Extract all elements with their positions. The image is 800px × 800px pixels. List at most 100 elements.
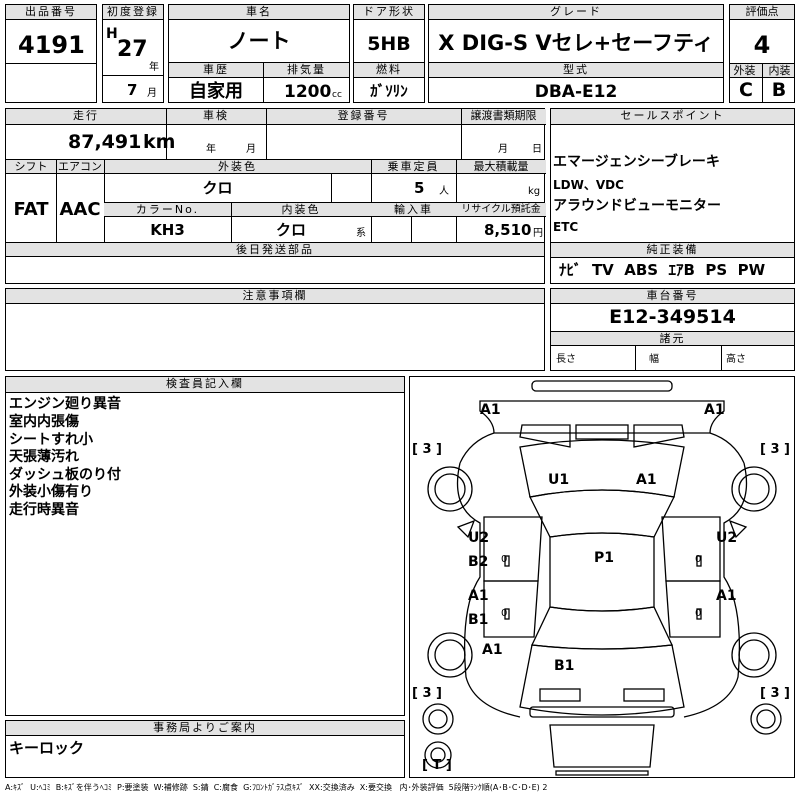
- door-type-box: ドア形状 5HB: [353, 4, 425, 66]
- mark-door-rr: A1: [716, 588, 737, 604]
- import-label: 輸入車: [371, 203, 456, 217]
- int-color-unit: 系: [356, 228, 366, 239]
- interior-grade: B: [771, 79, 787, 101]
- recycle-unit: 円: [533, 228, 543, 239]
- car-name: ノート: [227, 29, 291, 53]
- sales-item: LDW、VDC: [553, 178, 624, 192]
- mark-zero: 0: [501, 608, 508, 619]
- door-rear-right: [665, 580, 721, 638]
- front-nose: [479, 400, 725, 434]
- grille: [575, 424, 629, 440]
- handle: [504, 608, 510, 620]
- mark-door-rl: A1: [468, 588, 489, 604]
- score: 4: [753, 31, 771, 59]
- first-reg-month: 7: [127, 81, 138, 99]
- mark-front-left: A1: [480, 402, 501, 418]
- inspection-year-unit: 年: [206, 144, 216, 155]
- transfer-day-unit: 日: [532, 144, 542, 155]
- shift-label: シフト: [6, 160, 56, 174]
- sales-item: ETC: [553, 220, 579, 234]
- exterior-label: 外装: [733, 64, 756, 77]
- spare-tire-right: [750, 703, 782, 735]
- mark-door-rl2: B1: [468, 612, 489, 628]
- spec-height: 高さ: [726, 354, 746, 365]
- spec-length: 長さ: [556, 354, 576, 365]
- ext-color-label: 外装色: [104, 160, 371, 174]
- mark-tire-rr: [ 3 ]: [760, 686, 790, 701]
- history: 自家用: [189, 81, 243, 102]
- mark-tire-fl: [ 3 ]: [412, 442, 442, 457]
- mark-door-fl2: B2: [468, 554, 489, 570]
- car-diagram: A1 A1 U1 A1 U2 B2 U2 P1 A1 B1 A1 A1 B1 […: [409, 376, 795, 778]
- score-box: 評価点 4 外装 内装 C B: [729, 4, 795, 103]
- wheel-front-right: [731, 466, 777, 512]
- mark-windshield: U1: [548, 472, 570, 488]
- mark-roof: P1: [594, 550, 615, 566]
- capacity-label: 乗車定員: [371, 160, 456, 174]
- handle: [504, 555, 510, 567]
- grade-label: グレード: [429, 5, 723, 20]
- inspector-line: 室内内張傷: [9, 414, 79, 430]
- exterior-grade: C: [739, 79, 753, 101]
- int-color: クロ: [275, 221, 306, 239]
- recycle: 8,510: [484, 221, 532, 239]
- equip-label: 純正装備: [551, 243, 794, 258]
- displacement-box: 排気量 1200 cc: [263, 62, 350, 103]
- rear-window: [531, 606, 673, 650]
- first-reg-label: 初度登録: [103, 5, 163, 20]
- equip-items: ﾅﾋﾞ TV ABS ｴｱB PS PW: [559, 261, 766, 279]
- mark-rear-fender-l: A1: [482, 642, 503, 658]
- grade-box: グレード X DIG-S Vセレ+セーフティ: [428, 4, 724, 66]
- sales-label: セールスポイント: [551, 109, 794, 125]
- score-label: 評価点: [730, 5, 794, 20]
- windshield: [529, 489, 675, 538]
- mark-tire-fr: [ 3 ]: [760, 442, 790, 457]
- model-label: 型式: [429, 63, 723, 78]
- door-label: ドア形状: [354, 5, 424, 20]
- mark-door-fr: U2: [716, 530, 738, 546]
- inspector-line: エンジン廻り異音: [9, 396, 121, 412]
- wheel-front-left: [427, 466, 473, 512]
- grade: X DIG-S Vセレ+セーフティ: [438, 31, 714, 55]
- capacity: 5: [414, 179, 425, 197]
- inspector-label: 検査員記入欄: [6, 377, 404, 393]
- sales-item: アラウンドビューモニター: [553, 198, 721, 214]
- fuel: ｶﾞｿﾘﾝ: [370, 82, 408, 100]
- transfer-label: 譲渡書類期限: [461, 109, 546, 125]
- office-box: 事務局よりご案内 キーロック: [5, 720, 405, 778]
- inspector-line: 外装小傷有り: [9, 484, 93, 500]
- mileage-label: 走行: [6, 109, 166, 125]
- displacement-unit: cc: [332, 90, 342, 100]
- ext-color: クロ: [202, 179, 233, 197]
- later-parts-label: 後日発送部品: [6, 243, 544, 257]
- ac: AAC: [59, 199, 101, 220]
- color-no: KH3: [150, 221, 185, 239]
- mirror-right: [728, 519, 748, 539]
- inspector-line: シートすれ小: [9, 432, 93, 448]
- legend: A:ｷｽﾞ U:ﾍｺﾐ B:ｷｽﾞを伴うﾍｺﾐ P:要塗装 W:補修跡 S:錆 …: [5, 783, 548, 792]
- car-name-box: 車名 ノート: [168, 4, 350, 66]
- mileage-block: 走行 車検 登録番号 譲渡書類期限 87,491 km 年 月 月 日 シフト …: [5, 108, 546, 284]
- first-reg-year: 27: [117, 37, 148, 62]
- inspector-line: 天張薄汚れ: [9, 449, 79, 465]
- fuel-label: 燃料: [354, 63, 424, 78]
- equipment-box: 純正装備 ﾅﾋﾞ TV ABS ｴｱB PS PW: [550, 242, 795, 284]
- mark-front-right: A1: [704, 402, 725, 418]
- left-side: [456, 462, 521, 718]
- mileage-unit: km: [143, 131, 176, 153]
- capacity-unit: 人: [439, 186, 449, 197]
- sales-points-box: セールスポイント エマージェンシーブレーキ LDW、VDC アラウンドビューモニ…: [550, 108, 795, 243]
- color-no-label: カラーNo.: [104, 203, 231, 217]
- door-type: 5HB: [367, 33, 411, 55]
- door-front-left: [483, 516, 543, 582]
- chassis-number: E12-349514: [609, 306, 736, 328]
- displacement: 1200: [284, 82, 332, 102]
- era-mark: H: [106, 26, 118, 42]
- wheel-rear-left: [427, 632, 473, 678]
- spare-tire: [424, 741, 452, 769]
- lot-number-box: 出品番号 4191: [5, 4, 97, 103]
- month-unit: 月: [147, 88, 157, 99]
- mileage: 87,491: [68, 131, 142, 153]
- inspector-line: 走行時異音: [9, 502, 79, 518]
- int-color-label: 内装色: [231, 203, 371, 217]
